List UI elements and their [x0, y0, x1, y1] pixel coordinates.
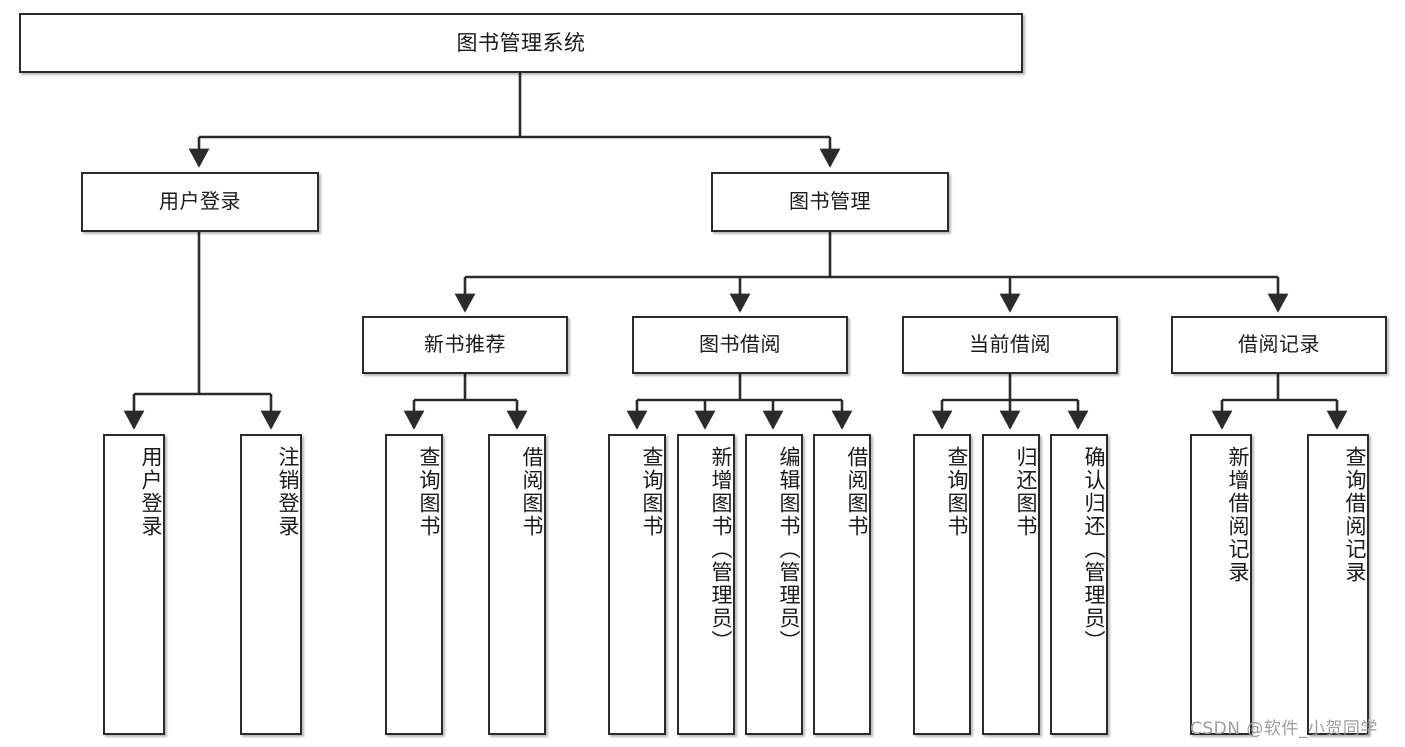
node-label: 图书管理系统 [456, 30, 586, 55]
node-label: 注销登录 [276, 446, 300, 538]
node-label: 借阅记录 [1238, 332, 1320, 357]
node-leaf-confirm-return-admin[interactable]: 确认归还（管理员） [1050, 434, 1108, 735]
node-label: 查询图书 [640, 446, 664, 538]
node-label: 归还图书 [1014, 446, 1038, 538]
node-label: 编辑图书（管理员） [777, 446, 801, 653]
node-label: 当前借阅 [969, 332, 1051, 357]
node-label: 图书借阅 [699, 332, 781, 357]
node-user-login[interactable]: 用户登录 [81, 172, 319, 232]
node-leaf-query-borrow-record[interactable]: 查询借阅记录 [1307, 434, 1369, 735]
node-leaf-borrow-book-borrow[interactable]: 借阅图书 [813, 434, 871, 735]
node-book-borrow[interactable]: 图书借阅 [632, 316, 848, 374]
node-current-borrow[interactable]: 当前借阅 [902, 316, 1118, 374]
node-label: 借阅图书 [845, 446, 869, 538]
node-label: 查询借阅记录 [1343, 446, 1367, 584]
node-label: 新增图书（管理员） [709, 446, 733, 653]
node-label: 用户登录 [159, 189, 241, 214]
node-label: 确认归还（管理员） [1082, 446, 1106, 653]
node-leaf-logout[interactable]: 注销登录 [240, 434, 302, 735]
node-leaf-add-book-admin[interactable]: 新增图书（管理员） [677, 434, 735, 735]
node-leaf-add-borrow-record[interactable]: 新增借阅记录 [1190, 434, 1252, 735]
node-root-book-management-system[interactable]: 图书管理系统 [19, 13, 1023, 73]
node-leaf-return-book[interactable]: 归还图书 [982, 434, 1040, 735]
node-label: 借阅图书 [520, 446, 544, 538]
node-borrow-record[interactable]: 借阅记录 [1171, 316, 1387, 374]
node-leaf-borrow-book-recommend[interactable]: 借阅图书 [488, 434, 546, 735]
node-leaf-query-book-current[interactable]: 查询图书 [913, 434, 971, 735]
node-label: 查询图书 [417, 446, 441, 538]
node-leaf-query-book-recommend[interactable]: 查询图书 [385, 434, 443, 735]
node-label: 新书推荐 [424, 332, 506, 357]
node-label: 新增借阅记录 [1226, 446, 1250, 584]
node-leaf-edit-book-admin[interactable]: 编辑图书（管理员） [745, 434, 803, 735]
node-leaf-query-book-borrow[interactable]: 查询图书 [608, 434, 666, 735]
node-label: 用户登录 [139, 446, 163, 538]
node-new-book-recommend[interactable]: 新书推荐 [362, 316, 568, 374]
node-leaf-user-login[interactable]: 用户登录 [103, 434, 165, 735]
node-label: 查询图书 [945, 446, 969, 538]
node-book-management[interactable]: 图书管理 [711, 172, 949, 232]
csdn-watermark: CSDN @软件_小贺同学 [1190, 719, 1378, 739]
node-label: 图书管理 [789, 189, 871, 214]
